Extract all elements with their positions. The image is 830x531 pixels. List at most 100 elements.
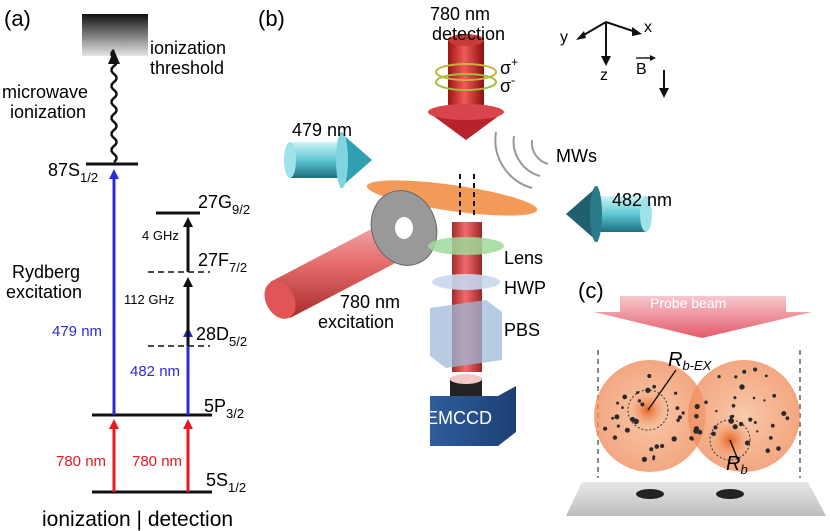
atom-dot [649, 447, 654, 452]
axes-icon [576, 21, 669, 98]
lens-label: Lens [504, 248, 543, 268]
hwp-label: HWP [504, 278, 546, 298]
r-bex-pointer [647, 369, 677, 411]
blockade-sphere-right [688, 360, 800, 472]
atom-dot [748, 417, 753, 422]
label-87s: 87S1/2 [48, 160, 98, 185]
atom-dot [694, 403, 700, 410]
microwave-ionization-wave [110, 49, 118, 163]
atom-cloud [366, 180, 538, 216]
probe-beam-label: Probe beam [650, 295, 726, 311]
atom-dot [734, 375, 738, 379]
excitation-beam-end [264, 281, 296, 319]
label-482nm-b: 482 nm [612, 190, 672, 210]
bottom-label: ionization | detection [42, 508, 233, 531]
pbs [430, 300, 502, 368]
atom-dot [713, 425, 718, 430]
r-b-label: Rb [726, 453, 748, 477]
mw-arc-2 [512, 135, 541, 177]
atom-dot [765, 448, 771, 454]
atom-dot [763, 399, 766, 402]
panel-b: (b) 780 nm detection σ+ σ- y x z B [258, 4, 672, 446]
atom-dot [752, 396, 756, 400]
panel-a: (a) ionization threshold microwave ioniz… [2, 6, 250, 531]
label-27f: 27F7/2 [198, 250, 247, 275]
atom-dot [717, 375, 721, 379]
camera-lens-glass [450, 374, 482, 384]
atom-dot [690, 437, 694, 441]
atom-dot [611, 416, 614, 420]
label-5p: 5P3/2 [204, 396, 244, 421]
atom-dot [624, 427, 630, 433]
ionization-threshold-block [82, 14, 148, 56]
atom-dot [772, 393, 777, 398]
atom-dot [764, 374, 768, 378]
mws-label: MWs [556, 146, 597, 166]
atom-dot [756, 430, 759, 433]
axis-x-label: x [644, 19, 652, 36]
atom-dot [622, 394, 628, 400]
atom-dot [697, 429, 703, 435]
pbs-label: PBS [504, 320, 540, 340]
detection-label-2: detection [432, 24, 505, 44]
atom-dot [637, 399, 642, 403]
atom-dot [636, 391, 639, 395]
atom-dot [674, 391, 678, 395]
hwp [432, 274, 500, 290]
atom-dot [742, 369, 747, 374]
panel-label-a: (a) [4, 6, 31, 31]
atom-dot [612, 435, 618, 440]
atom-dot [652, 455, 656, 459]
atom-dot [616, 424, 621, 428]
atom-dot [616, 401, 620, 405]
atom-dot [677, 415, 683, 420]
atom-dot [768, 436, 773, 440]
polarization-ring-1 [435, 63, 497, 81]
atom-dot [731, 403, 736, 408]
beam-479nm-rim [336, 132, 348, 188]
panel-label-c: (c) [578, 278, 604, 303]
detection-screen [566, 482, 826, 516]
atom-dot [681, 411, 685, 415]
b-field-label: B [636, 61, 647, 78]
sigma-minus: σ- [500, 73, 515, 96]
emccd-label: EMCCD [426, 408, 492, 428]
atom-dot [693, 426, 700, 432]
atom-dot [614, 414, 620, 420]
atom-dot [647, 373, 652, 379]
polarization-ring-2 [435, 73, 497, 91]
atom-dot [739, 384, 745, 390]
rydberg-label-1: Rydberg [12, 262, 80, 282]
label-5s: 5S1/2 [206, 470, 246, 495]
rydberg-label-2: excitation [6, 282, 82, 302]
atom-dot [733, 396, 737, 400]
atom-dot [704, 400, 708, 405]
detection-arrowhead-rim [428, 104, 504, 120]
r-b-pointer [729, 439, 739, 461]
atom-dot [671, 436, 677, 442]
beam-482nm-rim [590, 186, 602, 242]
atom-dots [603, 367, 790, 462]
detection-label-1: 780 nm [430, 4, 490, 24]
label-780nm-right: 780 nm [132, 453, 182, 470]
label-479nm-b: 479 nm [292, 120, 352, 140]
atom-dot [621, 406, 624, 409]
beam-479nm-end [284, 142, 296, 178]
atom-dot [675, 406, 680, 410]
atom-dot [776, 446, 781, 451]
beam-479nm-arrowhead [340, 132, 372, 188]
label-27g: 27G9/2 [198, 192, 250, 217]
excitation-label-1: 780 nm [340, 292, 400, 312]
spot-left [636, 489, 664, 499]
beam-482nm-arrowhead [566, 186, 598, 242]
atom-dot [676, 418, 680, 423]
atom-dot [641, 456, 648, 462]
atom-dot [654, 444, 660, 449]
atom-dot [630, 416, 636, 422]
atom-dot [715, 409, 718, 413]
microwave-label-1: microwave [2, 82, 88, 102]
label-28d: 28D5/2 [196, 324, 247, 349]
panel-c: (c) Probe beam Rb-EX Rb [566, 278, 826, 516]
atom-dot [753, 421, 757, 424]
